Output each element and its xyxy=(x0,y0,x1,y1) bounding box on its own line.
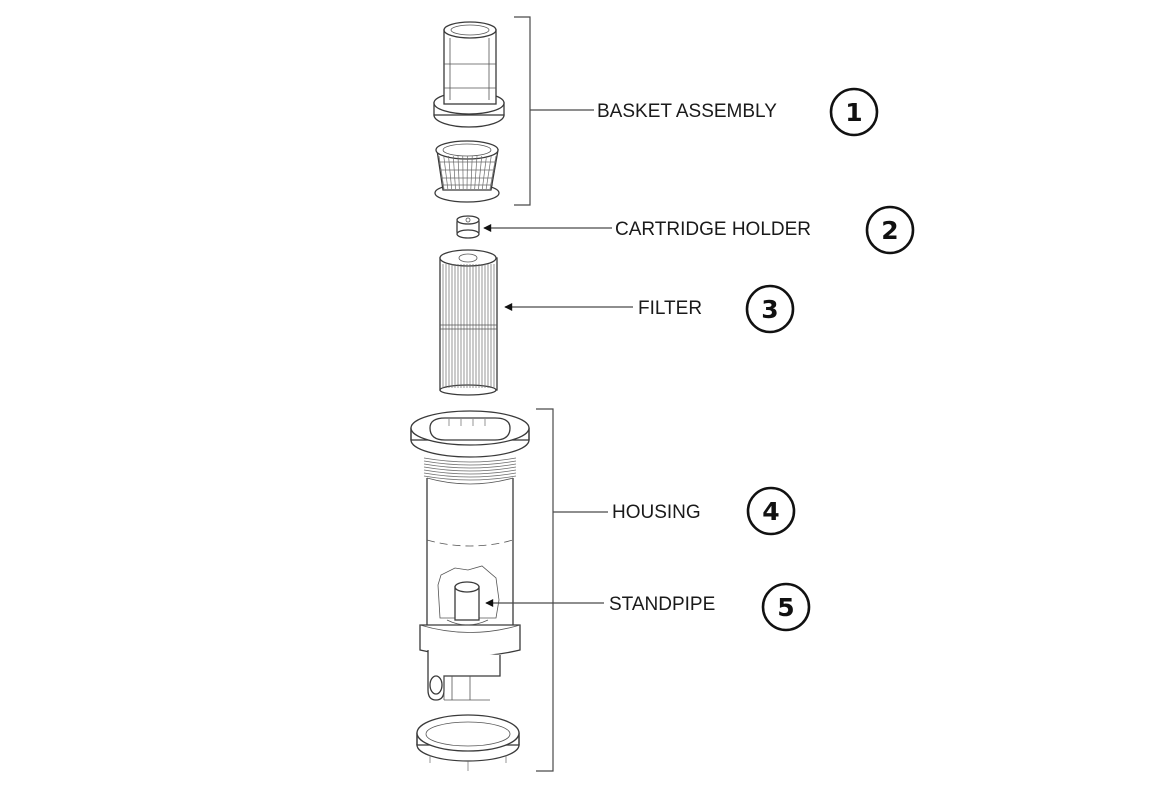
callout-number-1-text: 1 xyxy=(845,98,862,127)
housing-drawing xyxy=(410,410,530,771)
callout-number-4-text: 4 xyxy=(762,497,779,526)
callout-number-2-text: 2 xyxy=(881,216,898,245)
callout-number-4: 4 xyxy=(746,486,796,536)
callout-label-housing: HOUSING xyxy=(612,502,701,523)
callout-label-standpipe: STANDPIPE xyxy=(609,594,715,615)
standpipe-drawing xyxy=(446,581,489,626)
basket-assembly-drawing xyxy=(433,21,505,203)
callout-number-5: 5 xyxy=(761,582,811,632)
cartridge-holder-drawing xyxy=(456,215,480,239)
housing-bracket xyxy=(536,408,554,772)
mesh-basket xyxy=(434,140,500,203)
basket-assembly-bracket xyxy=(514,16,531,206)
basket-tube xyxy=(433,21,505,128)
callout-label-filter: FILTER xyxy=(638,298,702,319)
callout-label-cartridge-holder: CARTRIDGE HOLDER xyxy=(615,219,811,240)
callout-number-1: 1 xyxy=(829,87,879,137)
filter-cartridge-drawing xyxy=(439,249,498,396)
callout-label-basket-assembly: BASKET ASSEMBLY xyxy=(597,101,777,122)
callout-number-3-text: 3 xyxy=(761,295,778,324)
callout-number-3: 3 xyxy=(745,284,795,334)
callout-number-5-text: 5 xyxy=(777,593,794,622)
callout-number-2: 2 xyxy=(865,205,915,255)
